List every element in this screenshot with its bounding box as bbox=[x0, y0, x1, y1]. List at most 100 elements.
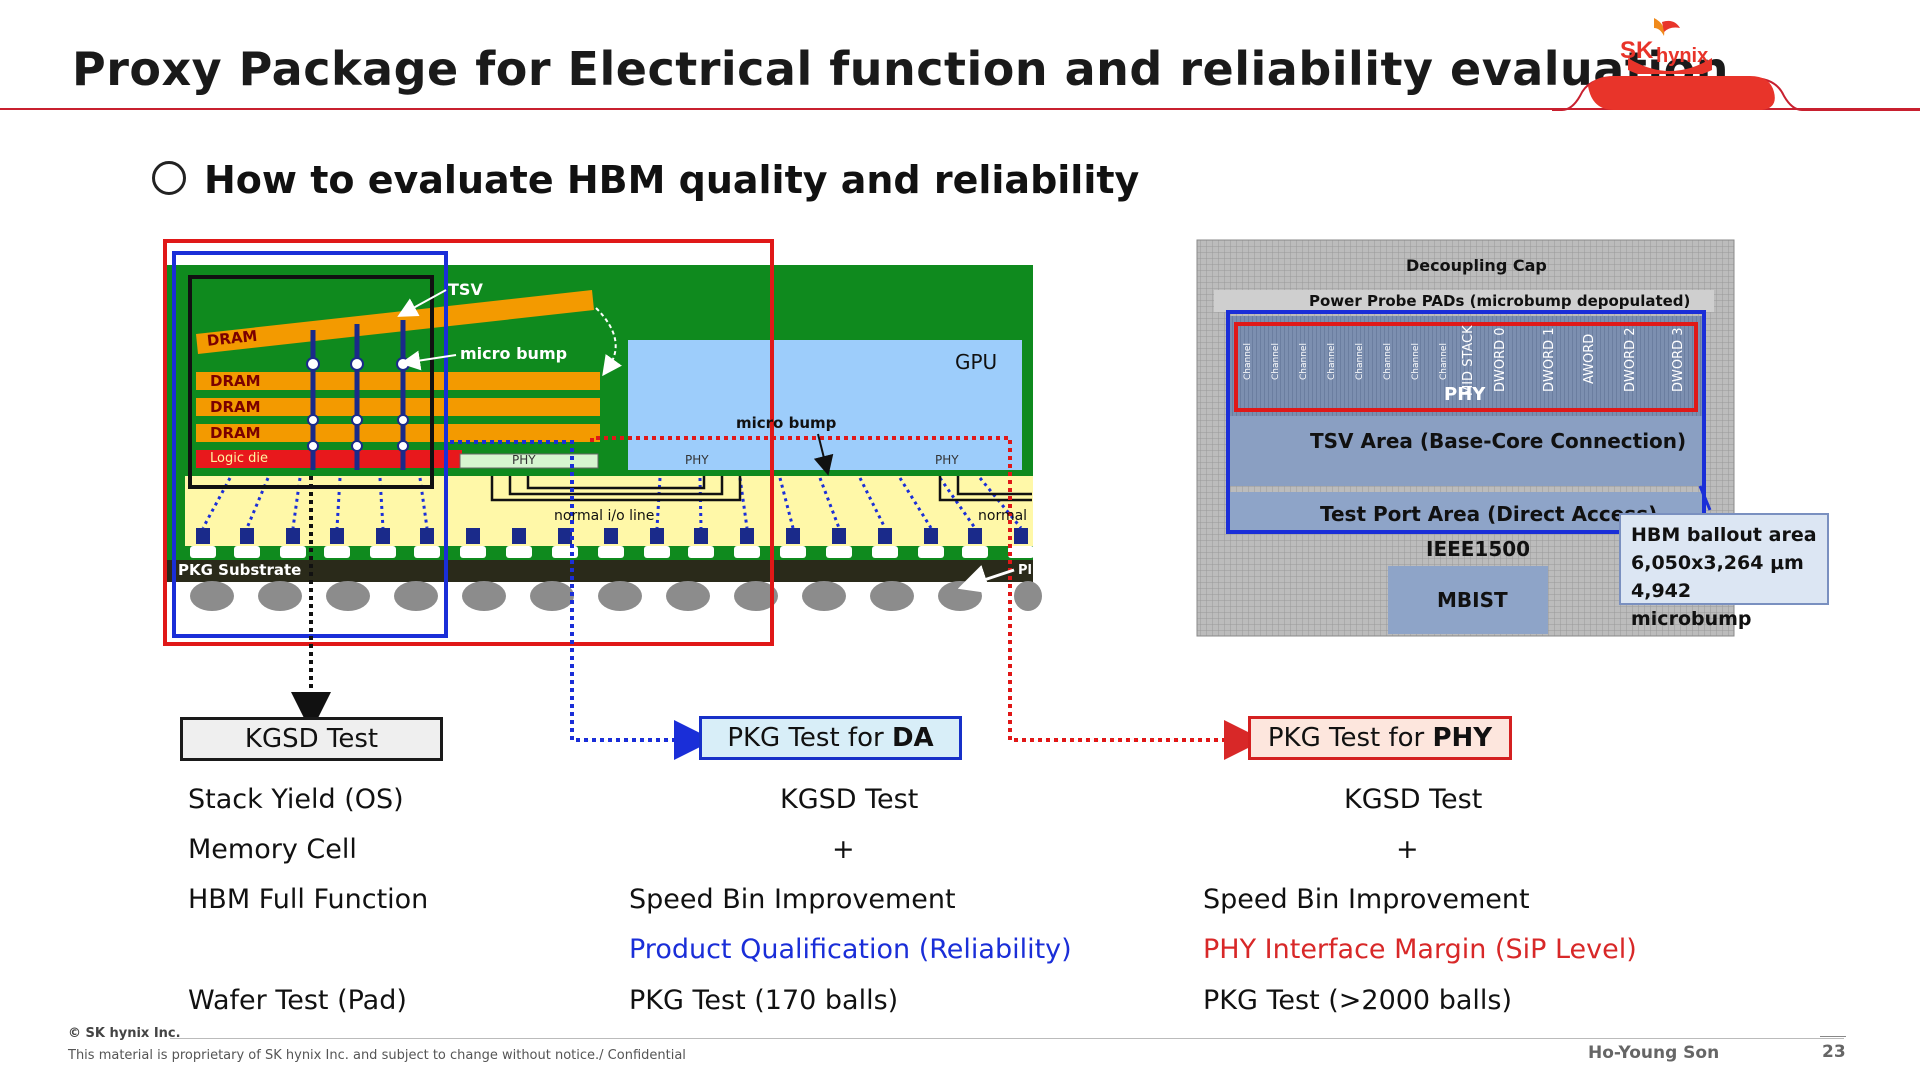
mbist-area bbox=[1388, 566, 1548, 634]
sk-hynix-logo: SK hynix bbox=[1620, 18, 1712, 74]
footer-confidential-note: This material is proprietary of SK hynix… bbox=[68, 1048, 686, 1063]
phy-path-arrow bbox=[590, 436, 1264, 760]
kgsd-item-3: HBM Full Function bbox=[188, 884, 429, 915]
svg-text:Channel: Channel bbox=[1327, 343, 1337, 380]
footer-copyright: © SK hynix Inc. bbox=[68, 1026, 181, 1041]
dram-label-3: DRAM bbox=[210, 424, 261, 442]
tsv-label: TSV bbox=[448, 280, 483, 299]
dram-layer-3 bbox=[196, 424, 600, 442]
svg-text:DWORD 1: DWORD 1 bbox=[1542, 327, 1557, 392]
kgsd-test-box: KGSD Test bbox=[180, 717, 443, 761]
ballout-line-1: HBM ballout area bbox=[1631, 524, 1817, 546]
bullet-circle-icon bbox=[152, 161, 186, 195]
ieee1500-label: IEEE1500 bbox=[1426, 537, 1531, 561]
pkg-callout-arrow bbox=[957, 565, 1015, 594]
gpu-callout-arrow bbox=[595, 307, 622, 377]
phy-item-2: + bbox=[1396, 834, 1419, 865]
phy-item-1: KGSD Test bbox=[1344, 784, 1483, 815]
microbump-label: micro bump bbox=[460, 344, 568, 363]
dram-layer-1 bbox=[196, 372, 600, 390]
phy-label-gpu-right: PHY bbox=[935, 453, 959, 467]
ballout-line-3: 4,942 microbump bbox=[1631, 580, 1752, 630]
kgsd-item-2: Memory Cell bbox=[188, 834, 357, 865]
dword-labels: MID STACK DWORD 0 DWORD 1 AWORD DWORD 2 … bbox=[1461, 325, 1686, 396]
svg-text:DWORD 0: DWORD 0 bbox=[1493, 327, 1508, 392]
pkg-test-phy-box: PKG Test for PHY bbox=[1248, 716, 1512, 760]
tsv-area bbox=[1228, 416, 1702, 486]
phy-test-region bbox=[163, 239, 774, 646]
kgsd-item-1: Stack Yield (OS) bbox=[188, 784, 404, 815]
phy-label-gpu-left: PHY bbox=[685, 453, 709, 467]
logo-swoosh bbox=[1552, 76, 1920, 111]
page-number-divider bbox=[1820, 1036, 1846, 1037]
phy-item-3: Speed Bin Improvement bbox=[1203, 884, 1530, 915]
decoupling-label: Decoupling Cap bbox=[1406, 256, 1547, 275]
svg-text:Channel: Channel bbox=[1355, 343, 1365, 380]
kgsd-item-4: Wafer Test (Pad) bbox=[188, 985, 407, 1016]
gpu-die bbox=[628, 340, 1022, 470]
title-divider bbox=[0, 108, 1920, 110]
svg-text:Channel: Channel bbox=[1439, 343, 1449, 380]
kgsd-test-label: KGSD Test bbox=[244, 724, 379, 754]
svg-text:DWORD 3: DWORD 3 bbox=[1671, 327, 1686, 392]
svg-text:AWORD: AWORD bbox=[1582, 334, 1597, 384]
hbm-ballout-outline bbox=[1226, 310, 1706, 534]
phy-test-label-prefix: PKG Test for bbox=[1267, 723, 1433, 753]
svg-text:Channel: Channel bbox=[1383, 343, 1393, 380]
da-item-2: + bbox=[832, 834, 855, 865]
channel-labels: Channel Channel Channel Channel Channel … bbox=[1243, 343, 1449, 380]
svg-text:DWORD 2: DWORD 2 bbox=[1623, 327, 1638, 392]
logo-sk-text: SK bbox=[1620, 37, 1654, 64]
ballout-pointer bbox=[1698, 485, 1712, 511]
tsv-callout-arrow bbox=[397, 289, 447, 317]
dram-layer-top bbox=[196, 290, 594, 354]
logo-hynix-text: hynix bbox=[1656, 45, 1708, 67]
normal-io-label-cut: normal bbox=[978, 508, 1028, 524]
phy-outline bbox=[1234, 322, 1698, 412]
gpu-microbump-label: micro bump bbox=[736, 414, 837, 432]
phy-item-4: PHY Interface Margin (SiP Level) bbox=[1203, 934, 1637, 965]
c4-bumps bbox=[190, 528, 1034, 558]
substrate-label-cut: Pl bbox=[1018, 563, 1032, 578]
da-test-label-bold: DA bbox=[891, 723, 934, 753]
phy-area bbox=[1228, 316, 1702, 416]
svg-text:Channel: Channel bbox=[1299, 343, 1309, 380]
da-path-arrow bbox=[450, 440, 714, 760]
dram-layer-2 bbox=[196, 398, 600, 416]
footer-divider bbox=[170, 1038, 1844, 1039]
section-bullet: How to evaluate HBM quality and reliabil… bbox=[152, 158, 1139, 202]
da-item-5: PKG Test (170 balls) bbox=[629, 985, 899, 1016]
gpu-microbump-arrow bbox=[813, 433, 834, 476]
ballout-info-box: HBM ballout area 6,050x3,264 μm 4,942 mi… bbox=[1619, 513, 1829, 630]
phy-block-hbm bbox=[459, 453, 599, 469]
dram-label-1: DRAM bbox=[210, 372, 261, 390]
da-item-4: Product Qualification (Reliability) bbox=[629, 934, 1072, 965]
dram-label-2: DRAM bbox=[210, 398, 261, 416]
da-item-3: Speed Bin Improvement bbox=[629, 884, 956, 915]
pkg-substrate-label: PKG Substrate bbox=[178, 561, 302, 579]
svg-text:MID STACK: MID STACK bbox=[1461, 325, 1476, 396]
phy-test-label-bold: PHY bbox=[1432, 723, 1493, 753]
gpu-label: GPU bbox=[955, 350, 998, 374]
svg-text:Channel: Channel bbox=[1411, 343, 1421, 380]
slide-title: Proxy Package for Electrical function an… bbox=[72, 42, 1729, 96]
footer-author: Ho-Young Son bbox=[1588, 1043, 1720, 1063]
svg-text:Channel: Channel bbox=[1271, 343, 1281, 380]
logic-die-label: Logic die bbox=[210, 451, 268, 466]
power-probe-strip bbox=[1214, 290, 1714, 312]
da-item-1: KGSD Test bbox=[780, 784, 919, 815]
normal-io-traces bbox=[490, 476, 1032, 502]
bullet-text: How to evaluate HBM quality and reliabil… bbox=[204, 158, 1140, 202]
phy-label-hbm: PHY bbox=[512, 453, 536, 467]
logic-die bbox=[196, 450, 462, 468]
normal-io-label: normal i/o line bbox=[554, 508, 655, 524]
phy-die-label: PHY bbox=[1444, 384, 1486, 405]
svg-text:Channel: Channel bbox=[1243, 343, 1253, 380]
phy-item-5: PKG Test (>2000 balls) bbox=[1203, 985, 1512, 1016]
test-port-label: Test Port Area (Direct Access) bbox=[1320, 502, 1658, 526]
page-number: 23 bbox=[1822, 1042, 1846, 1062]
pkg-test-da-box: PKG Test for DA bbox=[699, 716, 962, 760]
da-test-label-prefix: PKG Test for bbox=[727, 723, 892, 753]
